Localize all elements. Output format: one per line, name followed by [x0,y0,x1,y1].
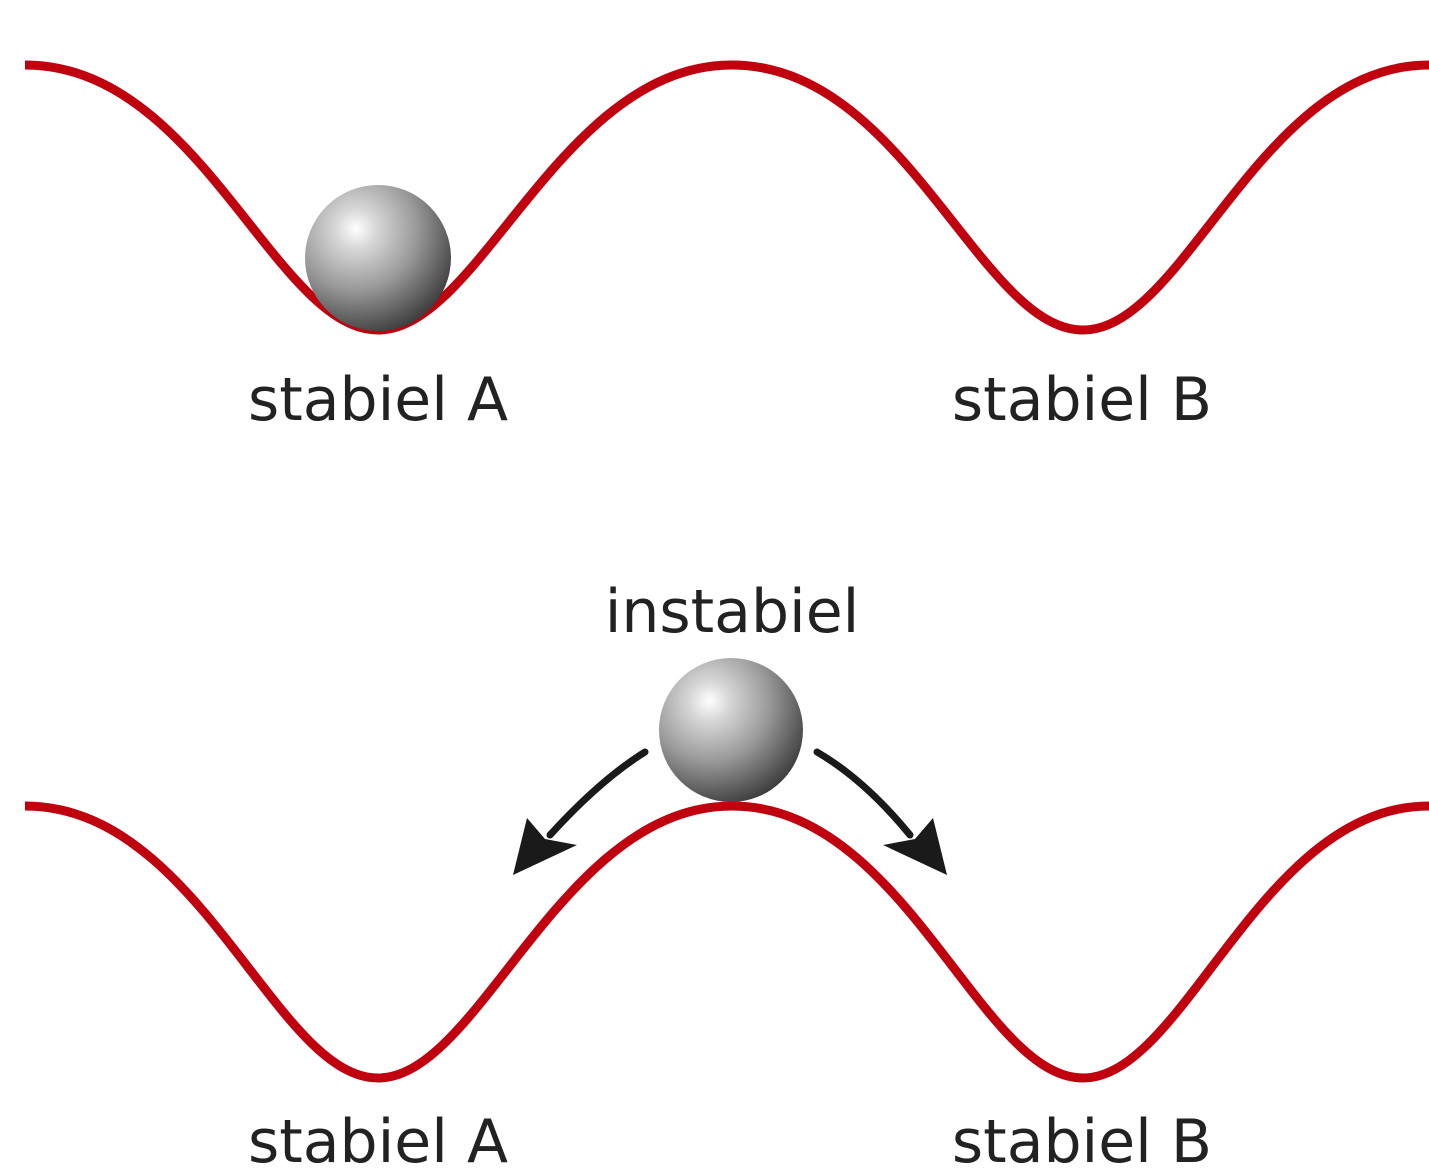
bottom-label-stable-b: stabiel B [952,1107,1212,1168]
arrow-right-head [883,818,947,875]
arrow-left-shaft [550,752,645,835]
bottom-label-stable-a: stabiel A [248,1107,508,1168]
bottom-panel: instabiel stabiel A stabiel B [25,577,1429,1168]
arrow-right-shaft [817,752,910,835]
top-label-stable-a: stabiel A [248,365,508,435]
ball-unstable [659,658,803,802]
bottom-label-unstable: instabiel [605,577,860,647]
top-potential-curve [25,65,1429,330]
curved-arrow-right-icon [817,752,947,875]
curved-arrow-left-icon [513,752,645,875]
top-panel: stabiel A stabiel B [25,65,1429,435]
top-label-stable-b: stabiel B [952,365,1212,435]
bottom-potential-curve [25,806,1429,1078]
arrow-left-head [513,818,577,875]
ball-stable-a [305,185,451,331]
